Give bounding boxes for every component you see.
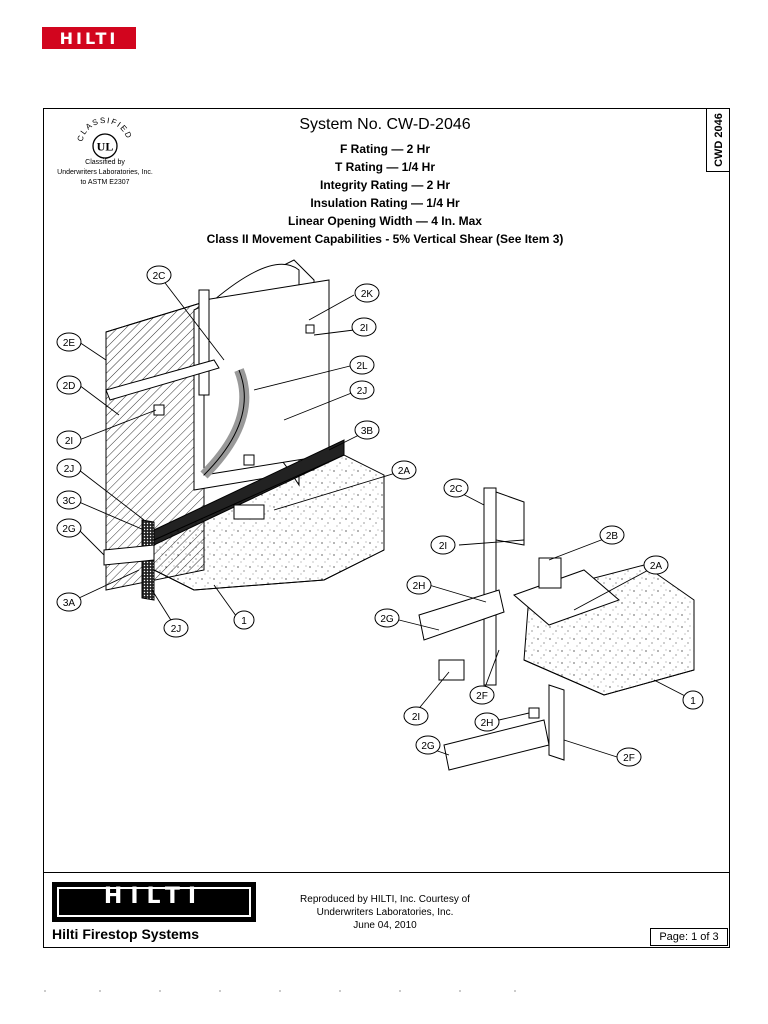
callout-2k: 2K xyxy=(354,283,380,303)
ul-classification-note: Classified by Underwriters Laboratories,… xyxy=(57,159,153,186)
scan-artifact-dots xyxy=(44,990,516,992)
svg-text:2F: 2F xyxy=(623,753,635,764)
ratings-block: F Rating — 2 Hr T Rating — 1/4 Hr Integr… xyxy=(150,140,620,248)
callout-2c: 2C xyxy=(146,265,172,285)
svg-text:3C: 3C xyxy=(63,496,76,507)
callout-2i: 2I xyxy=(56,430,82,450)
callout-2j: 2J xyxy=(349,380,375,400)
svg-text:3A: 3A xyxy=(63,598,76,609)
integrity-rating: Integrity Rating — 2 Hr xyxy=(319,178,450,192)
right-assembly-drawing xyxy=(418,487,695,771)
svg-text:2A: 2A xyxy=(398,466,411,477)
left-assembly-drawing xyxy=(103,259,385,601)
callout-2d: 2D xyxy=(56,375,82,395)
svg-text:2L: 2L xyxy=(356,361,368,372)
page-number: Page: 1 of 3 xyxy=(650,928,728,946)
hilti-footer-logo: HILTI xyxy=(52,882,256,922)
brand-line: Hilti Firestop Systems xyxy=(52,926,200,942)
document-frame xyxy=(43,108,730,948)
callout-labels-right: 2C 2B 2I 2A 2H 2G 1 2F 2I 2H 2G 2F xyxy=(374,478,704,767)
svg-text:2C: 2C xyxy=(153,271,166,282)
svg-text:2I: 2I xyxy=(360,323,368,334)
insulation-rating: Insulation Rating — 1/4 Hr xyxy=(310,196,460,210)
svg-text:2J: 2J xyxy=(171,624,182,635)
t-rating: T Rating — 1/4 Hr xyxy=(334,160,435,174)
ul-monogram: UL xyxy=(97,140,114,154)
callout-2e: 2E xyxy=(56,332,82,352)
callout-labels-left: 2C 2K 2I 2E 2L 2D 2J 3B 2I 2A 2J 3C 2G 3… xyxy=(56,265,417,638)
svg-text:1: 1 xyxy=(241,616,247,627)
callout-2h: 2H xyxy=(406,575,432,595)
svg-text:2F: 2F xyxy=(476,691,488,702)
ul-classified-mark: CLASSIFIED UL xyxy=(75,116,132,159)
callout-2f: 2F xyxy=(469,685,495,705)
f-rating: F Rating — 2 Hr xyxy=(339,142,430,156)
callout-2l: 2L xyxy=(349,355,375,375)
svg-text:2I: 2I xyxy=(65,436,73,447)
svg-text:2G: 2G xyxy=(380,614,394,625)
svg-text:1: 1 xyxy=(690,696,696,707)
svg-text:2B: 2B xyxy=(606,531,619,542)
reproduction-note: Reproduced by HILTI, Inc. Courtesy of Un… xyxy=(300,894,470,931)
callout-2h: 2H xyxy=(474,712,500,732)
svg-text:2G: 2G xyxy=(62,524,76,535)
svg-text:2J: 2J xyxy=(357,386,368,397)
callout-2i: 2I xyxy=(403,706,429,726)
svg-text:2K: 2K xyxy=(361,289,374,300)
svg-text:2C: 2C xyxy=(450,484,463,495)
movement-capabilities: Class II Movement Capabilities - 5% Vert… xyxy=(206,232,564,246)
callout-3b: 3B xyxy=(354,420,380,440)
svg-text:2I: 2I xyxy=(412,712,420,723)
callout-2a: 2A xyxy=(391,460,417,480)
callout-2b: 2B xyxy=(599,525,625,545)
callout-3c: 3C xyxy=(56,490,82,510)
technical-drawing: 2C 2K 2I 2E 2L 2D 2J 3B 2I 2A 2J 3C 2G 3… xyxy=(56,259,704,771)
svg-text:2J: 2J xyxy=(64,464,75,475)
callout-2j: 2J xyxy=(56,458,82,478)
callout-3a: 3A xyxy=(56,592,82,612)
hilti-logo: HILTI xyxy=(42,27,136,49)
svg-text:2I: 2I xyxy=(439,541,447,552)
system-side-tag: CWD 2046 xyxy=(706,108,730,172)
callout-leaders xyxy=(78,274,690,758)
opening-width: Linear Opening Width — 4 In. Max xyxy=(288,214,482,228)
svg-text:2G: 2G xyxy=(421,741,435,752)
svg-text:2H: 2H xyxy=(413,581,426,592)
callout-2j: 2J xyxy=(163,618,189,638)
callout-1: 1 xyxy=(233,610,255,630)
svg-text:2A: 2A xyxy=(650,561,663,572)
svg-text:2E: 2E xyxy=(63,338,76,349)
svg-text:2D: 2D xyxy=(63,381,76,392)
footer-divider xyxy=(43,872,730,873)
system-title: System No. CW-D-2046 xyxy=(299,116,471,133)
callout-2i: 2I xyxy=(351,317,377,337)
svg-text:2H: 2H xyxy=(481,718,494,729)
callout-1: 1 xyxy=(682,690,704,710)
callout-2g: 2G xyxy=(374,608,400,628)
callout-2g: 2G xyxy=(415,735,441,755)
callout-2a: 2A xyxy=(643,555,669,575)
callout-2f: 2F xyxy=(616,747,642,767)
svg-text:3B: 3B xyxy=(361,426,374,437)
callout-2g: 2G xyxy=(56,518,82,538)
callout-2c: 2C xyxy=(443,478,469,498)
callout-2i: 2I xyxy=(430,535,456,555)
